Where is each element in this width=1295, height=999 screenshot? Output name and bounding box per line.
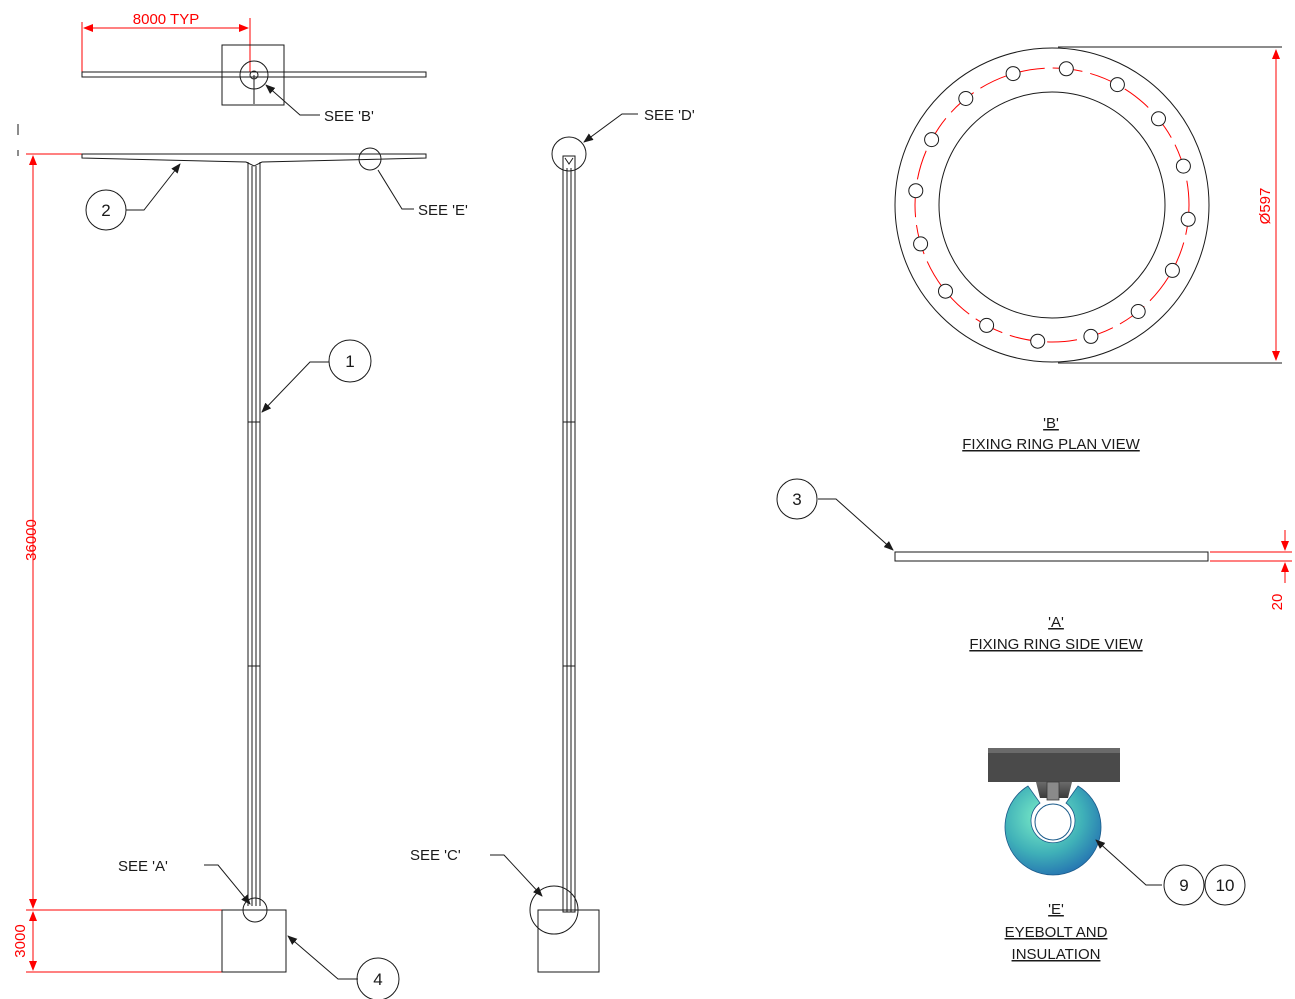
- bolt-hole: [1175, 158, 1191, 174]
- callout-see-c: SEE 'C': [410, 847, 461, 864]
- bolt-hole: [1130, 304, 1146, 319]
- detail-e-title-line1: EYEBOLT AND: [1005, 924, 1108, 941]
- bolt-hole: [908, 183, 924, 199]
- bolt-holes: [908, 61, 1196, 349]
- detail-b-title: FIXING RING PLAN VIEW: [962, 436, 1140, 453]
- item-bubble-2: 2: [101, 201, 110, 220]
- bolt-hole: [1109, 77, 1125, 93]
- detail-b-tag: 'B': [1043, 415, 1059, 432]
- callout-see-e: SEE 'E': [418, 202, 468, 219]
- dim-ring-thickness: 20: [1269, 594, 1286, 611]
- detail-e-tag: 'E': [1048, 901, 1064, 918]
- bolt-hole: [1151, 111, 1166, 127]
- side-elevation: SEE 'D' SEE 'C': [410, 107, 695, 973]
- item-bubble-3: 3: [792, 490, 801, 509]
- item-bubble-10: 10: [1216, 876, 1235, 895]
- item-bubble-1: 1: [345, 352, 354, 371]
- front-elevation: 36000 3000 SEE 'E' 2 1 SEE 'A': [12, 147, 468, 999]
- detail-b-ring-plan: Ø597 'B' FIXING RING PLAN VIEW: [894, 46, 1282, 453]
- bolt-hole: [938, 283, 953, 299]
- dim-8000-typ: 8000 TYP: [133, 11, 199, 28]
- bolt-hole: [979, 317, 995, 333]
- bolt-hole: [1058, 61, 1074, 77]
- detail-a-ring-side: 3 20 'A' FIXING RING SIDE VIEW: [776, 478, 1292, 653]
- detail-e-eyebolt: 9 10 'E' EYEBOLT AND INSULATION: [988, 748, 1246, 963]
- dim-36000: 36000: [23, 519, 40, 561]
- dim-3000: 3000: [12, 924, 29, 957]
- bolt-hole: [913, 236, 929, 252]
- detail-e-title-line2: INSULATION: [1012, 946, 1101, 963]
- dim-ring-diameter: Ø597: [1257, 188, 1274, 225]
- item-bubble-9: 9: [1179, 876, 1188, 895]
- bolt-hole: [1030, 333, 1046, 349]
- callout-see-d: SEE 'D': [644, 107, 695, 124]
- bolt-hole: [1005, 66, 1021, 82]
- bolt-hole: [1083, 328, 1099, 344]
- detail-a-tag: 'A': [1048, 614, 1064, 631]
- item-bubble-4: 4: [373, 970, 382, 989]
- bolt-hole: [1180, 211, 1196, 227]
- insulator-ring: [1004, 785, 1102, 876]
- bolt-hole: [924, 132, 940, 148]
- callout-see-b: SEE 'B': [324, 108, 374, 125]
- top-plan-view: 8000 TYP SEE 'B': [81, 11, 427, 125]
- bolt-hole: [1164, 262, 1180, 278]
- callout-see-a: SEE 'A': [118, 858, 168, 875]
- bolt-hole: [958, 91, 974, 106]
- detail-a-title: FIXING RING SIDE VIEW: [969, 636, 1143, 653]
